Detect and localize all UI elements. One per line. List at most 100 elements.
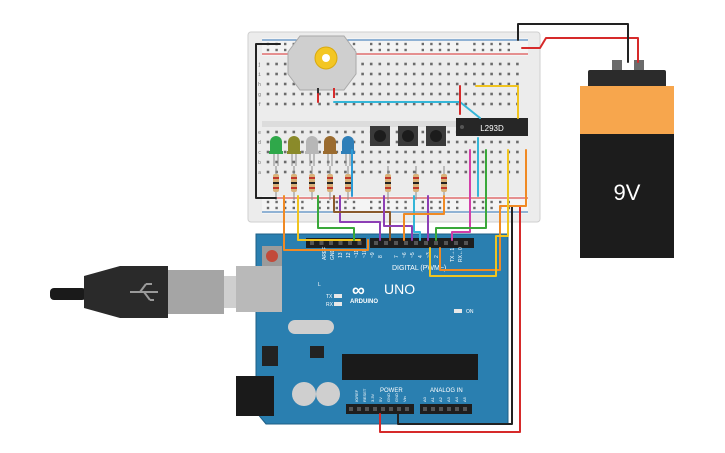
leds[interactable] (269, 136, 355, 166)
on-led-label: ON (466, 309, 474, 315)
chip-label: L293D (480, 124, 504, 133)
pin-0-label: RX←0 (458, 247, 464, 262)
resistor-5 (345, 166, 351, 200)
pin-7-label: 7 (394, 255, 400, 258)
led-3[interactable] (305, 136, 319, 166)
row-letter: i (258, 72, 261, 78)
led-1[interactable] (269, 136, 283, 166)
led-5[interactable] (341, 136, 355, 166)
arduino-uno[interactable]: AREF GND 13 12 ~11 ~10 ~9 8 7 ~6 ~5 4 ~3… (236, 233, 509, 425)
battery-label: 9V (614, 180, 641, 205)
wire-battery-negative[interactable] (517, 23, 629, 63)
power-header (346, 404, 414, 414)
power-pin-label: 3.3V (370, 393, 375, 402)
row-letter: c (258, 150, 261, 156)
pin-12-label: 12 (346, 252, 352, 258)
wire-button-orange[interactable] (403, 195, 445, 241)
pin-6-label: ~6 (402, 252, 408, 258)
battery-9v[interactable]: 9V (580, 60, 674, 258)
wire-battery-positive[interactable] (521, 37, 639, 63)
model-label: UNO (384, 281, 415, 297)
wire-chip-orange[interactable] (439, 149, 527, 271)
push-buttons[interactable] (370, 126, 446, 146)
wire-chip-yellow-2[interactable] (429, 149, 509, 277)
capacitor-1 (292, 382, 316, 406)
pin-1-label: TX→1 (450, 248, 456, 262)
usb-socket (236, 266, 282, 312)
power-jack (236, 376, 274, 416)
push-button-2[interactable] (398, 126, 418, 146)
battery-body (580, 134, 674, 258)
led-2[interactable] (287, 136, 301, 166)
analog-pin-label: A4 (454, 396, 459, 402)
wire-led-green[interactable] (317, 195, 355, 241)
row-letter: g (258, 92, 261, 98)
pin-10-label: ~10 (362, 249, 368, 258)
dc-motor[interactable] (287, 35, 357, 98)
wire-led-orange[interactable] (283, 195, 369, 251)
analog-pin-label: A0 (422, 396, 427, 402)
arduino-logo-icon: ∞ (352, 280, 365, 300)
power-pin-label: GND (394, 393, 399, 402)
pin-5-label: ~5 (410, 252, 416, 258)
pin-8-label: 8 (378, 255, 384, 258)
push-button-1[interactable] (370, 126, 390, 146)
wire-5v-red[interactable] (379, 205, 521, 433)
crystal (288, 320, 334, 334)
resistor-2 (291, 166, 297, 200)
power-pin-label: RESET (362, 388, 367, 402)
usb-icon (130, 283, 158, 301)
capacitor-2 (316, 382, 340, 406)
led-4[interactable] (323, 136, 337, 166)
usb-cable[interactable] (50, 266, 254, 318)
tx-led-label: TX (326, 294, 333, 300)
resistors (273, 166, 447, 200)
wire-chip-green[interactable] (435, 149, 487, 241)
rx-led-label: RX (326, 302, 334, 308)
resistor-8 (441, 166, 447, 200)
row-letter: e (258, 130, 261, 136)
analog-pin-label: A2 (438, 396, 443, 402)
row-letter: d (258, 140, 261, 146)
push-button-3[interactable] (426, 126, 446, 146)
analog-pin-label: A5 (462, 396, 467, 402)
row-letter: j (258, 62, 261, 68)
analog-header (420, 404, 472, 414)
wire-led-yellow[interactable] (297, 195, 361, 241)
aref-label: AREF (322, 247, 328, 260)
row-letter: h (258, 82, 261, 88)
power-pin-label: GND (386, 393, 391, 402)
atmega-chip (342, 354, 478, 380)
resistor-6 (385, 166, 391, 200)
l-led-label: L (318, 282, 321, 288)
analog-label: ANALOG IN (430, 388, 463, 394)
power-pin-label: Vin (402, 396, 407, 402)
digital-header-right (370, 238, 474, 248)
pin-13-label: 13 (338, 252, 344, 258)
wire-led-purple[interactable] (339, 195, 381, 241)
digital-label: DIGITAL (PWM~) (392, 265, 446, 272)
wire-button-purple-1[interactable] (383, 195, 413, 241)
resistor-7 (413, 166, 419, 200)
resistor-1 (273, 166, 279, 200)
battery-cap (588, 70, 666, 88)
resistor-3 (309, 166, 315, 200)
pin-11-label: ~11 (354, 250, 360, 258)
wires[interactable] (255, 23, 639, 433)
wire-chip-magenta[interactable] (451, 149, 471, 241)
resistor-4 (327, 166, 333, 200)
l293d-chip[interactable]: L293D (456, 118, 528, 136)
gnd-label: GND (330, 249, 336, 261)
power-pin-label: 5V (378, 397, 383, 402)
wire-gnd-black[interactable] (397, 205, 513, 425)
analog-pin-label: A1 (430, 396, 435, 402)
wire-chip-yellow[interactable] (475, 85, 519, 119)
pin-9-label: ~9 (370, 252, 376, 258)
row-letter: f (258, 102, 261, 108)
power-pin-label: IOREF (354, 389, 359, 402)
wire-left-rail-black[interactable] (255, 43, 281, 199)
brand-name: ARDUINO (350, 299, 378, 305)
